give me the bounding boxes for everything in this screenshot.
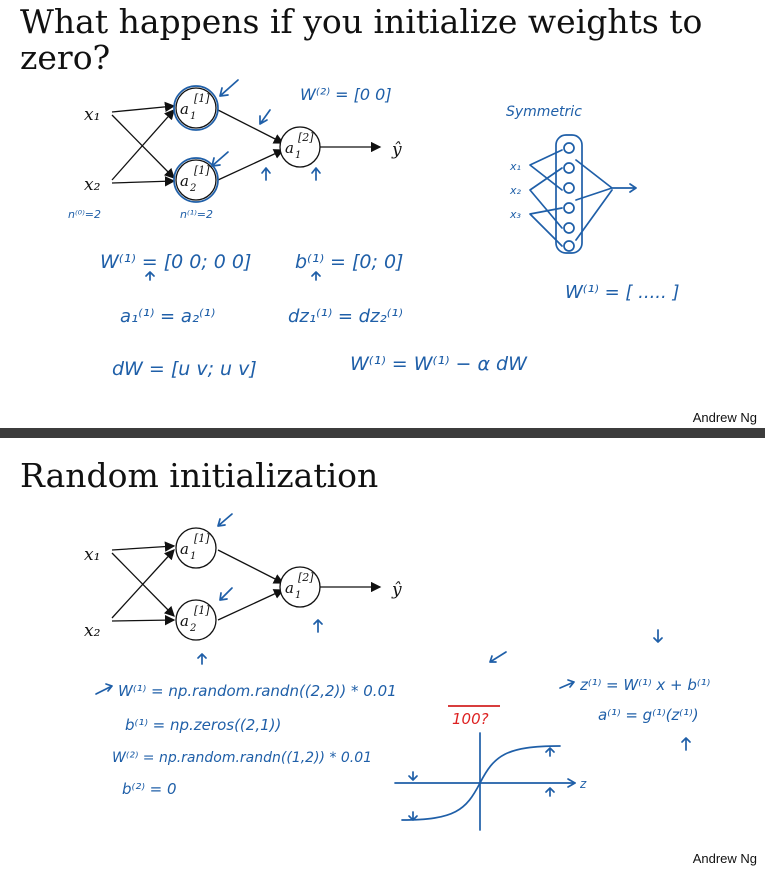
- slide1-drawing: x₁ x₂ a [1] 1 a [1] 2 a [2] 1 ŷ W⁽²⁾ = […: [68, 79, 679, 380]
- slide2-drawing: x₁ x₂ a [1] 1 a [1] 2 a [2] 1 ŷ W⁽¹⁾ = n…: [84, 513, 711, 831]
- note-line3: W⁽²⁾ = np.random.randn((1,2)) * 0.01: [112, 750, 372, 766]
- handwritten-notes: W⁽²⁾ = [0 0] n⁽⁰⁾=2 n⁽¹⁾=2 W⁽¹⁾ = [0 0; …: [68, 79, 679, 380]
- hidden-2-sub: 2: [189, 623, 196, 634]
- handwritten-notes: W⁽¹⁾ = np.random.randn((2,2)) * 0.01 100…: [95, 513, 711, 831]
- note-eq-a: a⁽¹⁾ = g⁽¹⁾(z⁽¹⁾): [598, 706, 699, 724]
- hidden-2-sup: [1]: [194, 164, 210, 177]
- output-unit-base: a: [285, 139, 294, 157]
- note-line2: b⁽¹⁾ = np.zeros((2,1)): [125, 716, 281, 734]
- input-x1-label: x₁: [84, 105, 100, 125]
- note-w1-matrix: W⁽¹⁾ = [0 0; 0 0]: [100, 251, 251, 273]
- hidden-node-1: [175, 527, 217, 569]
- output-unit-base: a: [285, 579, 294, 597]
- network-edges: [111, 541, 382, 626]
- input-x2-label: x₂: [84, 175, 101, 195]
- note-line4: b⁽²⁾ = 0: [122, 780, 177, 798]
- hidden-node-1: [175, 87, 217, 129]
- hidden-1-base: a: [180, 100, 189, 118]
- hidden-2-sub: 2: [189, 183, 196, 194]
- note-dz-equal: dz₁⁽¹⁾ = dz₂⁽¹⁾: [288, 306, 403, 327]
- author-credit: Andrew Ng: [692, 410, 757, 425]
- output-unit-sub: 1: [295, 590, 301, 601]
- note-dw-matrix: dW = [u v; u v]: [112, 358, 257, 380]
- slide-zero-init: What happens if you initialize weights t…: [0, 0, 765, 428]
- output-yhat: ŷ: [391, 140, 402, 160]
- hidden-node-2: [175, 159, 217, 201]
- output-unit-sup: [2]: [298, 571, 314, 584]
- note-line1: W⁽¹⁾ = np.random.randn((2,2)) * 0.01: [118, 682, 397, 700]
- note-n1: n⁽¹⁾=2: [180, 208, 213, 221]
- output-unit-sup: [2]: [298, 131, 314, 144]
- output-unit-sub: 1: [295, 150, 301, 161]
- hidden-node-2-highlight: [173, 157, 219, 203]
- note-a-equal: a₁⁽¹⁾ = a₂⁽¹⁾: [120, 306, 215, 327]
- note-w2-zero: W⁽²⁾ = [0 0]: [300, 85, 392, 104]
- note-axis-z: z: [579, 777, 587, 791]
- slide-random-init: Random initialization x₁ x₂ a [1] 1 a [1…: [0, 438, 765, 871]
- output-node: [279, 126, 321, 168]
- output-yhat: ŷ: [391, 580, 402, 600]
- network-edges: [111, 101, 382, 187]
- slide-title: What happens if you initialize weights t…: [20, 2, 703, 77]
- hidden-1-sup: [1]: [194, 92, 210, 105]
- note-eq-z: z⁽¹⁾ = W⁽¹⁾ x + b⁽¹⁾: [579, 676, 711, 694]
- note-w1-dots: W⁽¹⁾ = [ ..... ]: [565, 282, 679, 303]
- hidden-1-sub: 1: [190, 111, 196, 122]
- note-n0: n⁽⁰⁾=2: [68, 208, 101, 221]
- input-x2-label: x₂: [84, 621, 101, 641]
- hidden-node-1-highlight: [173, 85, 219, 131]
- hidden-node-2: [175, 599, 217, 641]
- hidden-2-sup: [1]: [194, 604, 210, 617]
- input-x1-label: x₁: [84, 545, 100, 565]
- hidden-2-base: a: [180, 612, 189, 630]
- note-line1-red: 100?: [452, 710, 489, 728]
- hidden-1-sub: 1: [190, 551, 196, 562]
- author-credit: Andrew Ng: [692, 851, 757, 866]
- note-symmetric: Symmetric: [506, 104, 582, 120]
- hidden-1-sup: [1]: [194, 532, 210, 545]
- hidden-1-base: a: [180, 540, 189, 558]
- note-sym-x2: x₂: [509, 184, 522, 197]
- note-sym-x1: x₁: [509, 160, 521, 173]
- hidden-2-base: a: [180, 172, 189, 190]
- output-node: [279, 566, 321, 608]
- slide-title: Random initialization: [20, 456, 379, 495]
- note-b1-vector: b⁽¹⁾ = [0; 0]: [295, 251, 403, 273]
- slide-separator: [0, 428, 765, 438]
- note-update-rule: W⁽¹⁾ = W⁽¹⁾ − α dW: [350, 353, 528, 375]
- note-sym-x3: x₃: [509, 208, 522, 221]
